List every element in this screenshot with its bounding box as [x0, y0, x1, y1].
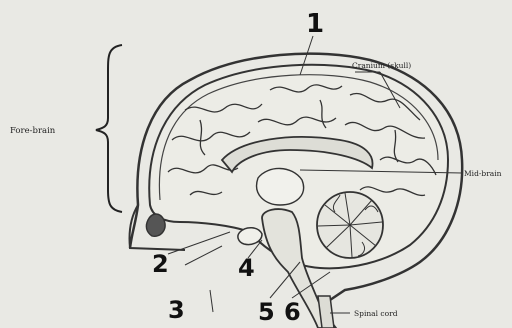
marker-6: 6	[284, 298, 301, 326]
cranium-label: Cranium (skull)	[352, 61, 411, 70]
thalamus	[257, 168, 304, 205]
spinal-cord-label: Spinal cord	[354, 309, 398, 318]
olfactory-region	[146, 214, 165, 236]
marker-2: 2	[152, 250, 169, 278]
fore-brain-brace	[96, 45, 122, 212]
marker-1: 1	[306, 9, 324, 39]
marker-4: 4	[238, 254, 255, 282]
mid-brain-label: Mid-brain	[464, 169, 502, 178]
pituitary	[238, 228, 262, 245]
fore-brain-label: Fore-brain	[10, 126, 56, 136]
cerebellum	[317, 192, 383, 258]
marker-5: 5	[258, 298, 275, 326]
marker-3: 3	[168, 296, 185, 324]
